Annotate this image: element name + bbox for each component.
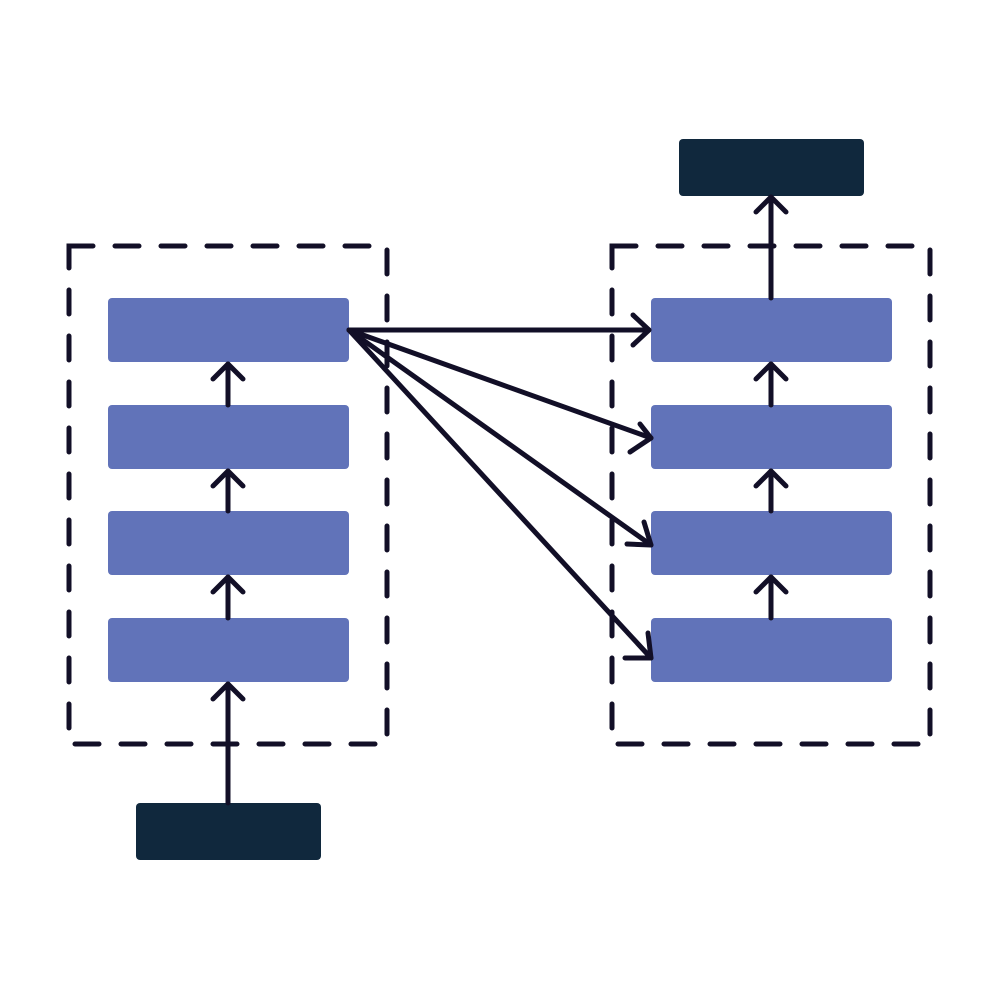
left-input-block: [136, 803, 321, 860]
arrow-left-layer-3-to-4: [210, 361, 246, 408]
arrow-right-layer-1-to-2: [753, 574, 789, 621]
arrow-right-layer-2-to-3: [753, 468, 789, 514]
left-layer-3: [108, 405, 349, 469]
right-layer-1: [651, 618, 892, 682]
arrow-left-top-to-right-layer-2: [346, 327, 654, 548]
arrow-left-layer-2-to-3: [210, 468, 246, 514]
arrow-left-input-to-layer-1: [210, 681, 246, 806]
arrow-left-layer-1-to-2: [210, 574, 246, 621]
left-layer-2: [108, 511, 349, 575]
arrow-left-top-to-right-layer-4: [346, 312, 652, 348]
right-layer-4: [651, 298, 892, 362]
left-layer-4: [108, 298, 349, 362]
right-layer-2: [651, 511, 892, 575]
arrow-left-top-to-right-layer-1: [346, 327, 654, 661]
left-layer-1: [108, 618, 349, 682]
right-output-block: [679, 139, 864, 196]
arrow-right-layer-3-to-4: [753, 361, 789, 408]
arrow-right-layer-4-to-output: [753, 194, 789, 301]
arrow-left-top-to-right-layer-3: [346, 327, 654, 455]
right-layer-3: [651, 405, 892, 469]
